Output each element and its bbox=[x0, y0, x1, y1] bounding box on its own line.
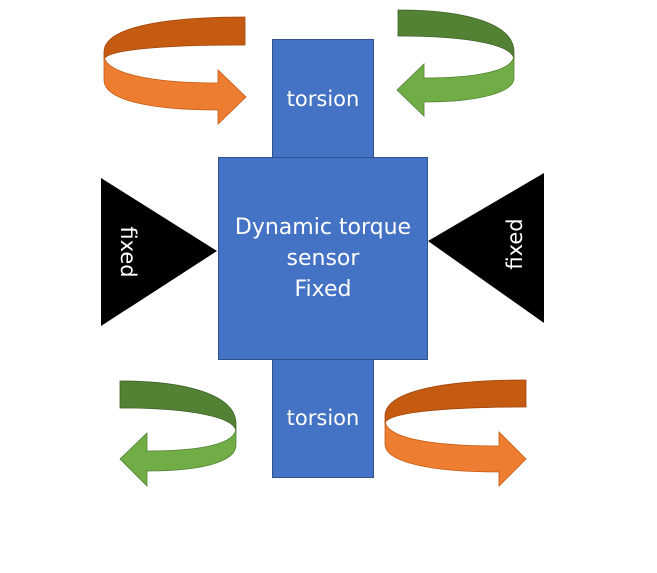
torque-sensor-block: Dynamic torque sensor Fixed bbox=[218, 157, 428, 360]
bottom-shaft-block: torsion bbox=[272, 358, 374, 478]
curved-arrow-orange-icon bbox=[384, 379, 527, 487]
top-shaft-label: torsion bbox=[286, 87, 360, 111]
top-shaft-block: torsion bbox=[272, 39, 374, 159]
sensor-label-line-3: Fixed bbox=[294, 277, 352, 302]
right-support-triangle-icon bbox=[428, 173, 544, 323]
right-support-label: fixed bbox=[503, 218, 527, 270]
left-support-triangle-icon bbox=[101, 178, 217, 326]
sensor-label-line-2: sensor bbox=[286, 246, 360, 271]
curved-arrow-green-icon bbox=[119, 380, 237, 487]
bottom-shaft-label: torsion bbox=[286, 406, 360, 430]
curved-arrow-orange-icon bbox=[103, 16, 247, 125]
left-support-label: fixed bbox=[116, 226, 140, 278]
curved-arrow-green-icon bbox=[396, 9, 515, 117]
sensor-label-line-1: Dynamic torque bbox=[234, 215, 412, 240]
